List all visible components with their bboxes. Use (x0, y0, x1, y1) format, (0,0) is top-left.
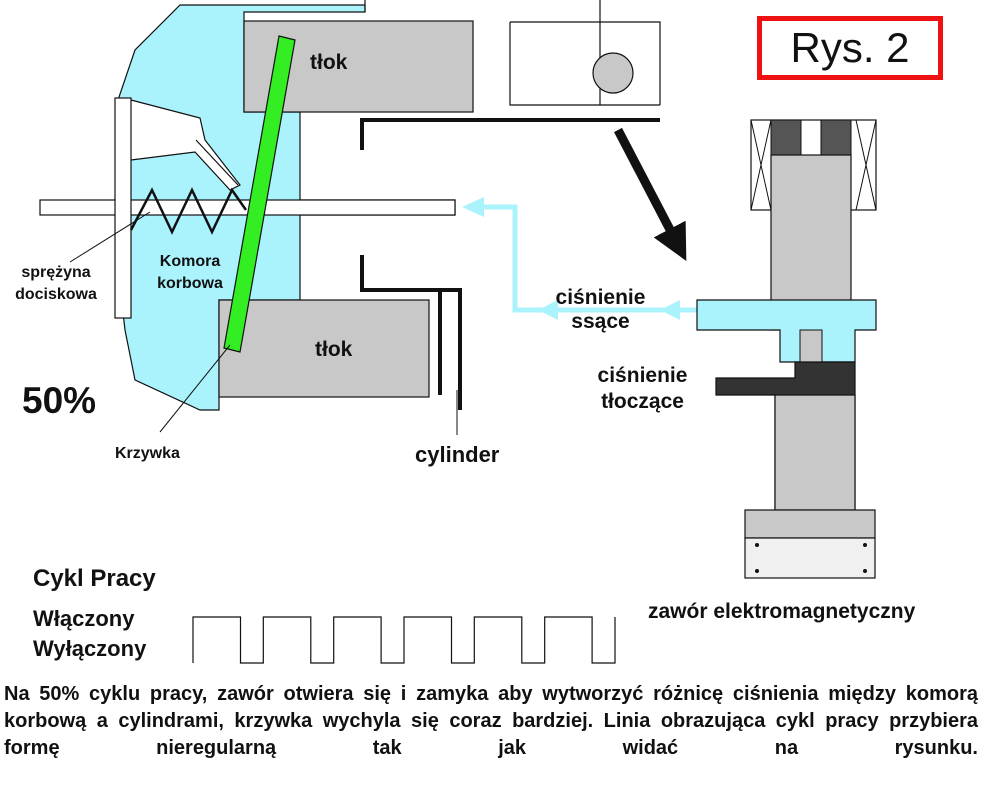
figure-label: Rys. 2 (757, 16, 943, 80)
label-suction: ciśnienie ssące (538, 286, 663, 334)
duty-cycle-off-label: Wyłączony (33, 636, 147, 661)
caption: Na 50% cyklu pracy, zawór otwiera się i … (4, 683, 978, 759)
cam-leader (159, 344, 231, 433)
suction-arrow-icon (462, 197, 484, 217)
label-piston-bottom: tłok (315, 338, 353, 361)
label-cam: Krzywka (115, 445, 180, 462)
label-crank-chamber-line1: Komora (159, 253, 221, 270)
cylinder-wall-top (360, 118, 660, 150)
duty-cycle-wave (192, 616, 616, 664)
cylinder-top-outline (364, 0, 661, 106)
label-crank-chamber-line2: korbowa (157, 275, 223, 292)
label-suction-line1: ciśnienie (555, 286, 646, 309)
suction-line (470, 204, 700, 313)
spring-leader (69, 211, 151, 263)
solenoid-valve (696, 119, 877, 579)
label-discharge-line1: ciśnienie (597, 364, 688, 387)
ball-valve-icon (592, 52, 634, 94)
label-spring-line2: dociskowa (15, 286, 97, 303)
label-piston-top: tłok (310, 51, 348, 74)
spring-icon (129, 187, 248, 235)
chamber-inner-wedge (130, 99, 241, 191)
piston-bottom (218, 299, 430, 398)
cylinder-wall-bottom (360, 255, 462, 410)
label-valve: zawór elektromagnetyczny (648, 600, 916, 623)
label-discharge: ciśnienie tłoczące (580, 363, 705, 415)
label-spring: sprężyna dociskowa (0, 262, 112, 306)
label-suction-line2: ssące (571, 310, 630, 333)
swash-plate (223, 35, 296, 353)
label-spring-line1: sprężyna (21, 264, 91, 281)
pointer-arrow (614, 127, 687, 261)
label-cylinder: cylinder (415, 442, 500, 467)
label-discharge-line2: tłoczące (601, 390, 684, 413)
label-percent: 50% (22, 380, 97, 421)
pressure-plate (114, 97, 132, 319)
label-crank-chamber: Komora korbowa (140, 251, 240, 295)
duty-cycle-title: Cykl Pracy (33, 565, 156, 592)
suction-arrow3-icon (538, 300, 558, 320)
duty-cycle-on-label: Włączony (33, 606, 135, 631)
suction-arrow2-icon (660, 300, 680, 320)
